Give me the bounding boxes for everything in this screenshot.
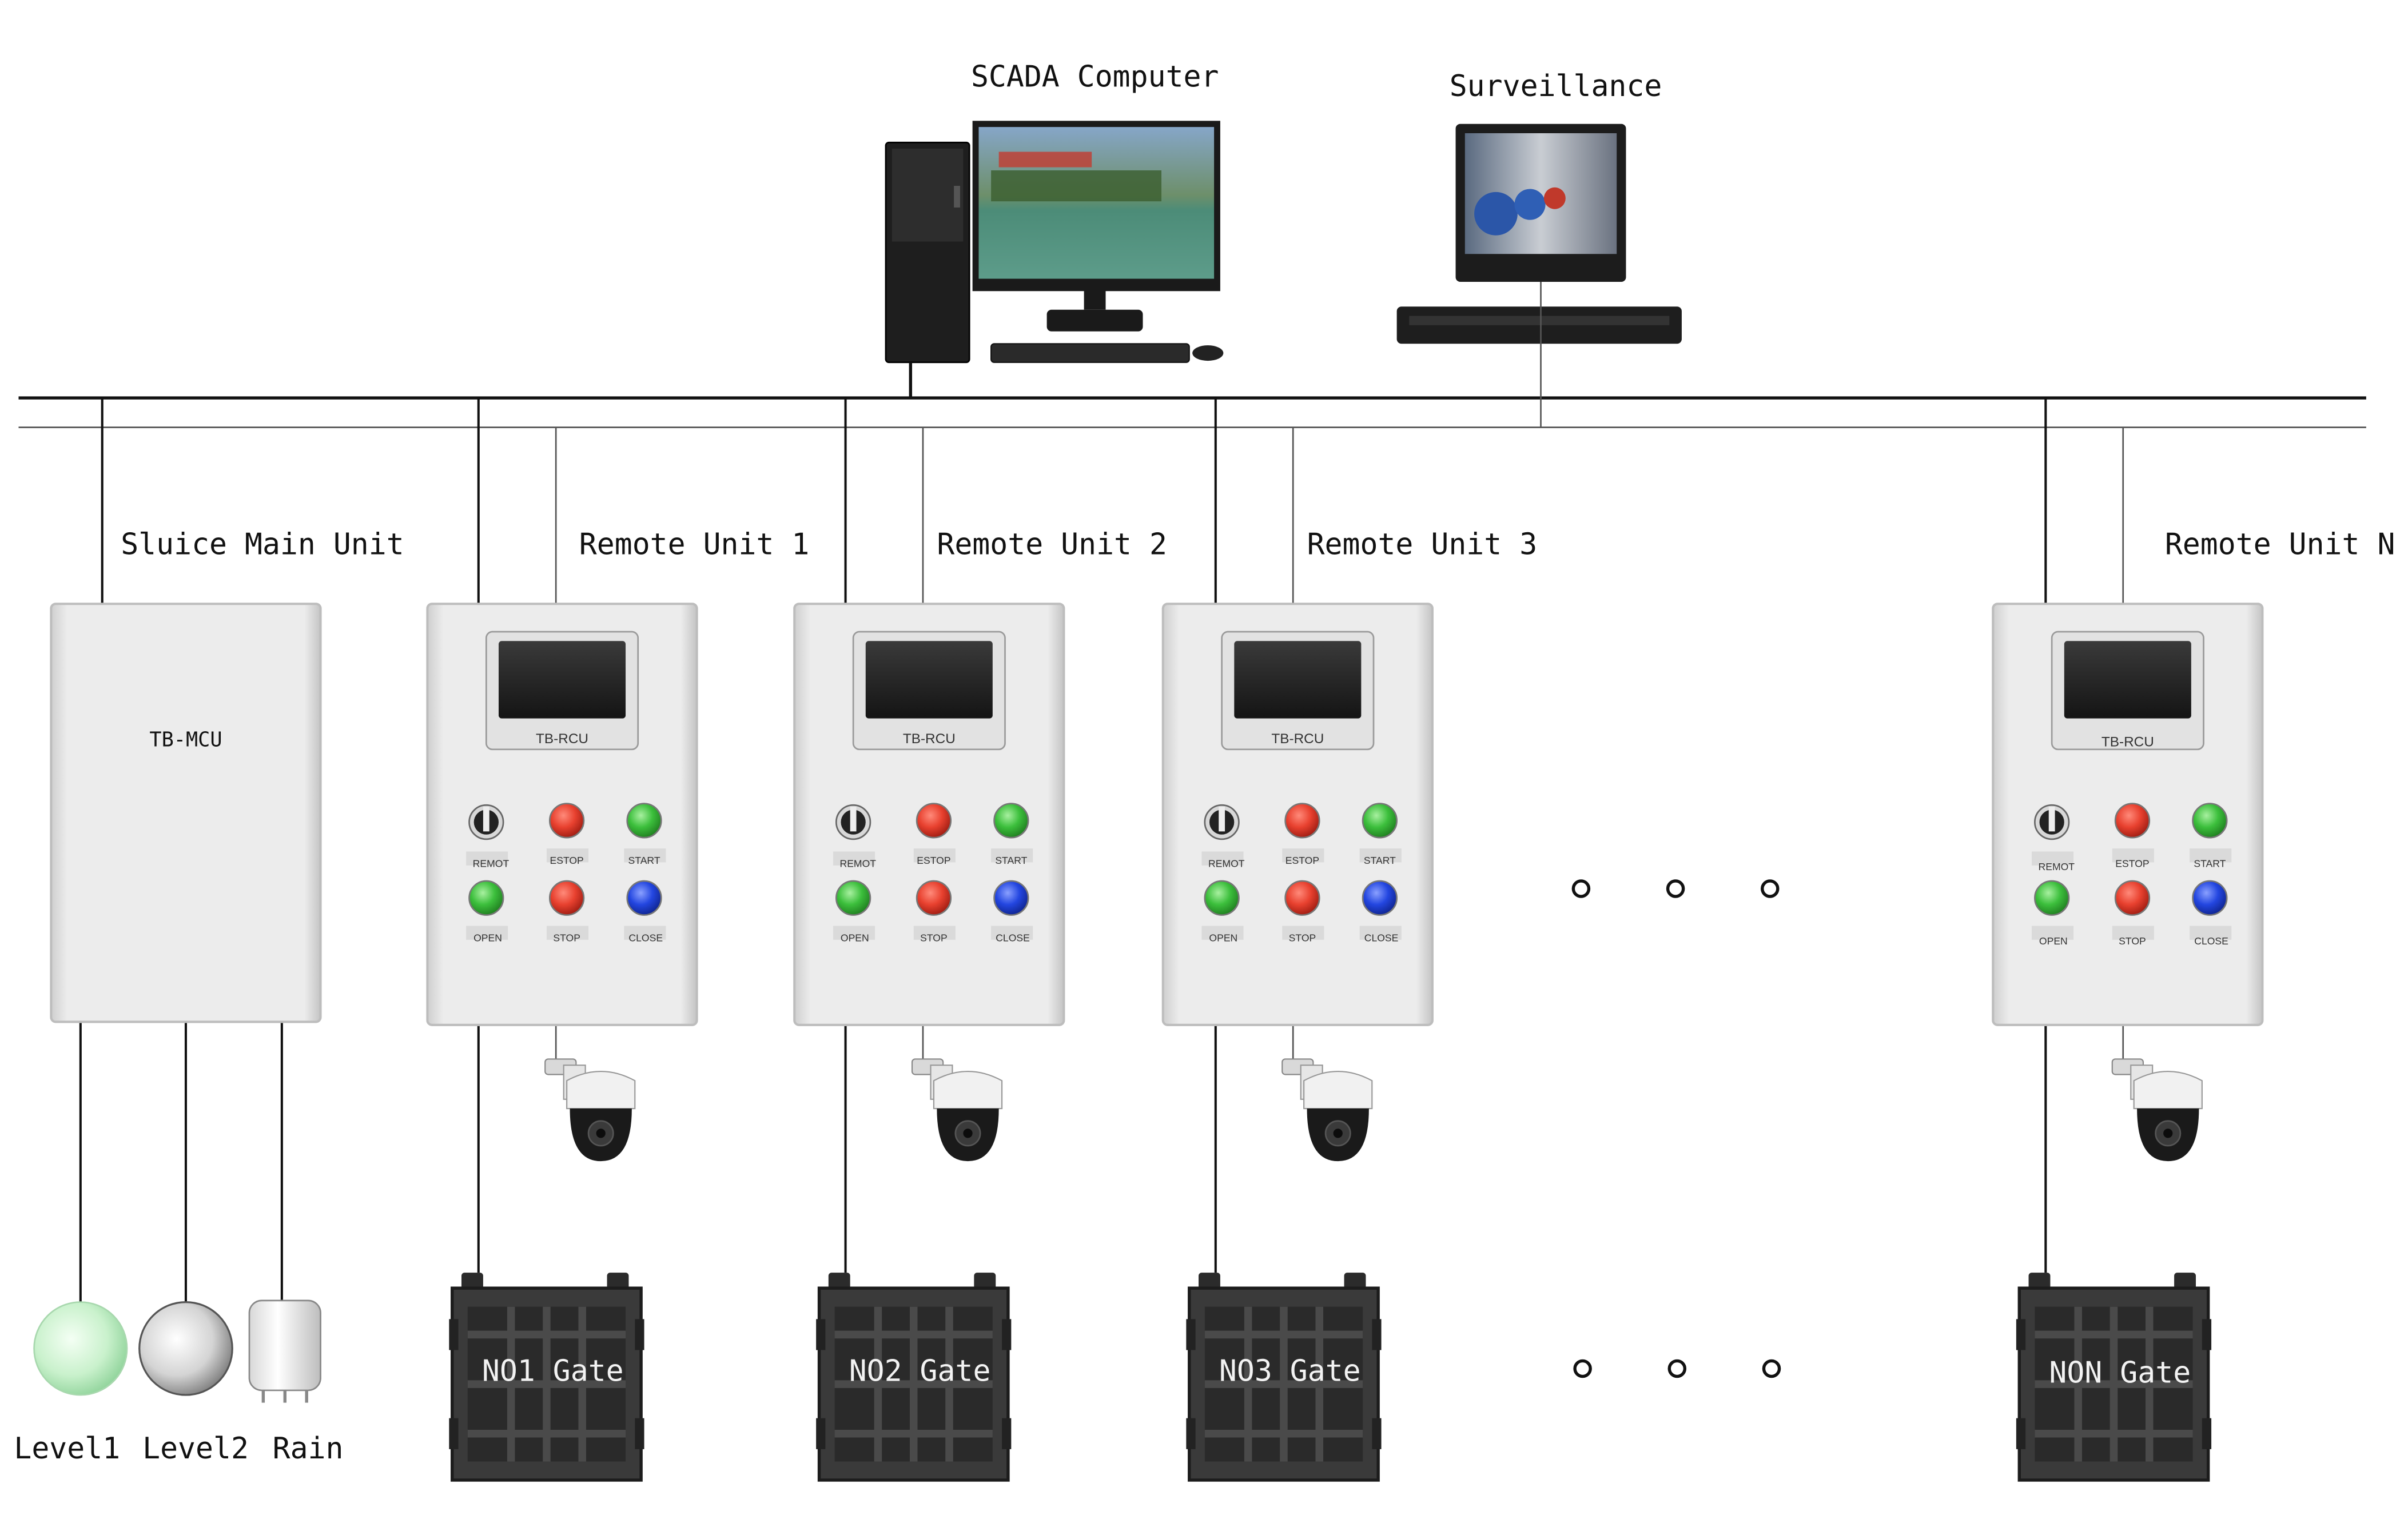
remote-cabinet-3: TB-RCU REMOT ESTOP START OPEN STOP CLOSE (1163, 604, 1432, 1025)
camera-icon (911, 1058, 1003, 1162)
rcu-button-label: OPEN (473, 932, 502, 944)
rcu-button-label: STOP (1289, 932, 1316, 944)
surveillance-label: Surveillance (1450, 69, 1662, 103)
rcu-screen-text: TB-RCU (2101, 734, 2154, 749)
sensor-label-level2: Level2 (142, 1432, 249, 1466)
rcu-screen-text: TB-RCU (1271, 731, 1324, 747)
sensor-label-rain: Rain (273, 1432, 344, 1466)
ellipsis-dots-units (1571, 879, 1780, 898)
remote-cabinet-1: TB-RCU REMOT ESTOP START OPEN STOP CLOSE (427, 604, 696, 1025)
gate-2: NO2 Gate (816, 1273, 1011, 1480)
gate-1: NO1 Gate (449, 1273, 644, 1480)
gate-n: NON Gate (2016, 1273, 2211, 1480)
rcu-button-label: STOP (553, 932, 580, 944)
rcu-button-label: REMOT (473, 858, 510, 870)
remote-unit-2-label: Remote Unit 2 (937, 528, 1167, 562)
scada-computer-icon (885, 121, 1224, 364)
remote-cabinet-n: TB-RCU REMOT ESTOP START OPEN STOP CLOSE (1993, 604, 2262, 1025)
rcu-button-label: REMOT (1208, 858, 1245, 870)
rcu-button-label: STOP (920, 932, 948, 944)
rcu-button-label: ESTOP (917, 855, 950, 866)
rcu-button-label: START (628, 855, 660, 866)
scada-computer-label: SCADA Computer (971, 60, 1219, 94)
rcu-button-label: ESTOP (2115, 858, 2149, 870)
camera-icon (2111, 1058, 2203, 1162)
rcu-button-label: CLOSE (996, 932, 1030, 944)
rcu-button-label: OPEN (841, 932, 869, 944)
rcu-screen-text: TB-RCU (903, 731, 956, 747)
surveillance-monitor-icon (1396, 123, 1682, 344)
rcu-button-label: START (995, 855, 1027, 866)
main-unit-cabinet-text: TB-MCU (149, 728, 222, 751)
rcu-screen-text: TB-RCU (536, 731, 588, 747)
sensor-label-level1: Level1 (14, 1432, 120, 1466)
main-unit-cabinet: TB-MCU (50, 603, 322, 1023)
rcu-button-label: START (2194, 858, 2226, 870)
level1-sensor-icon (33, 1301, 128, 1396)
level2-sensor-icon (138, 1301, 233, 1396)
rcu-button-label: REMOT (2039, 861, 2075, 872)
rcu-button-label: REMOT (839, 858, 876, 870)
network-bus (18, 281, 2366, 1304)
rcu-button-label: OPEN (2039, 935, 2068, 947)
rcu-button-label: ESTOP (1285, 855, 1319, 866)
rcu-button-label: CLOSE (628, 932, 663, 944)
main-unit-label: Sluice Main Unit (121, 528, 404, 562)
gate-n-label: NON Gate (2049, 1355, 2191, 1390)
rain-sensor-icon (248, 1299, 321, 1403)
rcu-button-label: CLOSE (1364, 932, 1399, 944)
gate-3: NO3 Gate (1186, 1273, 1381, 1480)
camera-icon (544, 1058, 636, 1162)
rcu-button-label: OPEN (1209, 932, 1237, 944)
remote-unit-1-label: Remote Unit 1 (579, 528, 810, 562)
rcu-button-label: ESTOP (550, 855, 583, 866)
camera-icon (1281, 1058, 1373, 1162)
gate-2-label: NO2 Gate (849, 1354, 991, 1389)
rcu-button-label: STOP (2119, 935, 2146, 947)
gate-1-label: NO1 Gate (482, 1354, 624, 1389)
rcu-button-label: START (1364, 855, 1396, 866)
ellipsis-dots-gates (1573, 1359, 1781, 1378)
rcu-button-label: CLOSE (2194, 935, 2228, 947)
remote-unit-n-label: Remote Unit N (2165, 528, 2395, 562)
remote-unit-3-label: Remote Unit 3 (1307, 528, 1538, 562)
gate-3-label: NO3 Gate (1219, 1354, 1361, 1389)
remote-cabinet-2: TB-RCU REMOT ESTOP START OPEN STOP CLOSE (794, 604, 1064, 1025)
